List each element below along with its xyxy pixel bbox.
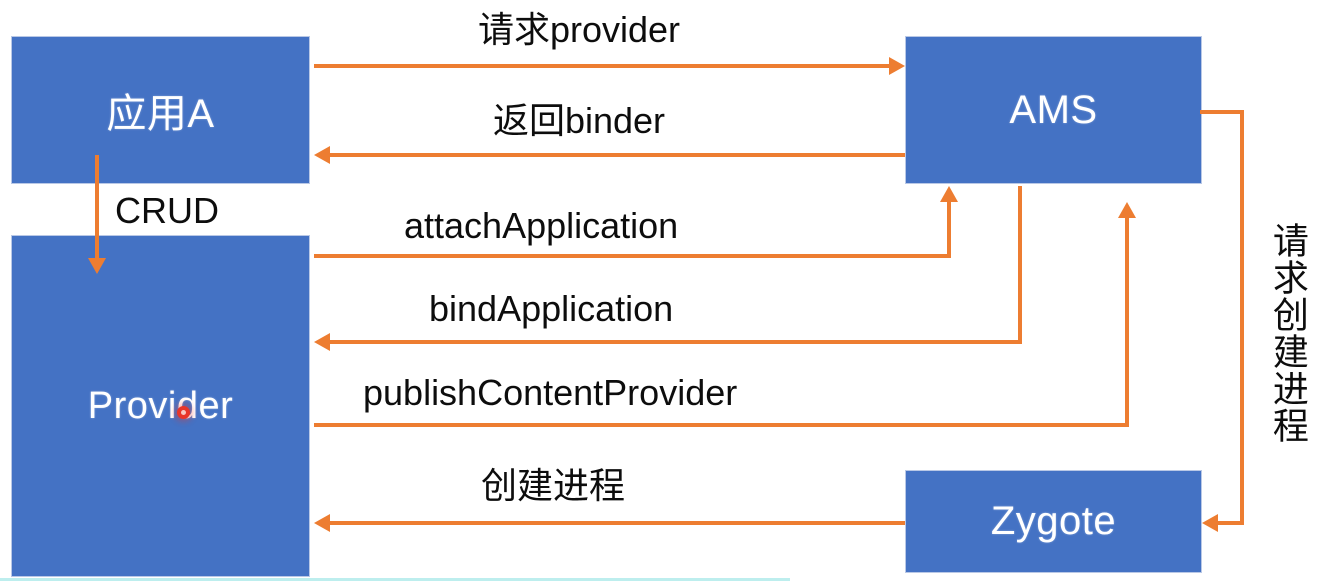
node-provider[interactable]: Provider [11,235,310,577]
edge-request-create-process-arrowhead [1202,514,1218,532]
edge-publish-content-provider-hline [314,423,1129,427]
cursor-pointer-dot [177,406,190,419]
edge-create-process-label: 创建进程 [481,465,626,506]
edge-crud-label: CRUD [115,190,219,231]
edge-bind-application-arrowhead [314,333,330,351]
edge-request-create-process-vline [1240,110,1244,523]
edge-crud-line [95,155,99,260]
node-zygote-label: Zygote [990,499,1117,543]
edge-attach-application-label: attachApplication [404,205,679,246]
edge-bind-application-label: bindApplication [429,288,674,329]
edge-attach-application-vline [947,202,951,258]
edge-create-process-line [330,521,905,525]
edge-publish-content-provider-label: publishContentProvider [363,372,738,413]
node-zygote[interactable]: Zygote [905,470,1202,573]
node-ams[interactable]: AMS [905,36,1202,184]
edge-request-provider-line [314,64,891,68]
edge-publish-content-provider-vline [1125,218,1129,427]
edge-attach-application-arrowhead [940,186,958,202]
bottom-accent-rule [0,578,790,581]
edge-crud-arrowhead [88,258,106,274]
edge-request-provider-arrowhead [889,57,905,75]
node-app-label: 应用A [106,92,215,136]
edge-attach-application-hline [314,254,951,258]
edge-request-provider-label: 请求provider [477,9,681,50]
edge-return-binder-line [330,153,905,157]
node-provider-label: Provider [87,384,234,427]
edge-return-binder-label: 返回binder [492,100,666,141]
edge-create-process-arrowhead [314,514,330,532]
node-ams-label: AMS [1009,87,1098,132]
edge-request-create-process-label: 请求创建进程 [1267,222,1309,444]
edge-request-create-process-hline-bottom [1218,521,1244,525]
node-app[interactable]: 应用A [11,36,310,184]
edge-request-create-process-hline-top [1200,110,1244,114]
edge-bind-application-vline [1018,186,1022,344]
edge-bind-application-hline [330,340,1022,344]
edge-publish-content-provider-arrowhead [1118,202,1136,218]
edge-return-binder-arrowhead [314,146,330,164]
